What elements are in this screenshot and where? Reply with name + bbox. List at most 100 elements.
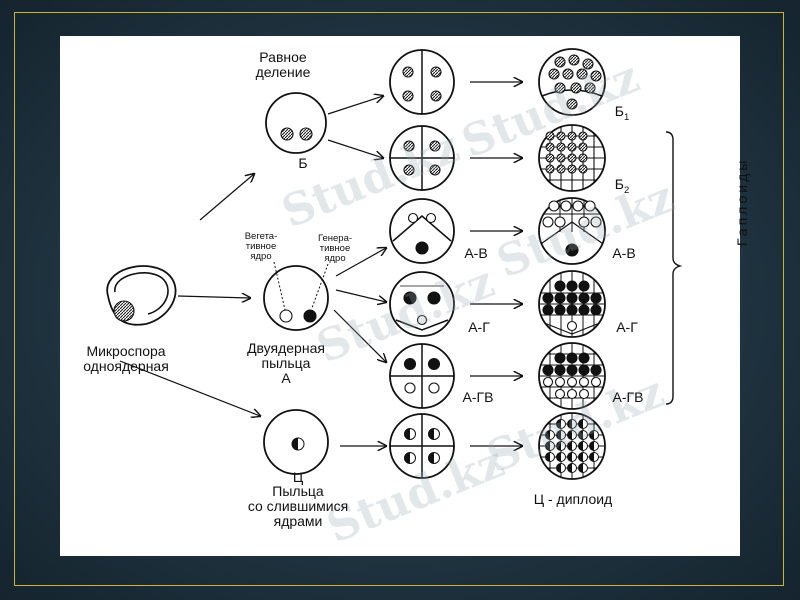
cell-b2-nucleus — [567, 153, 577, 163]
cell-b2-nucleus — [578, 153, 588, 163]
label-microspore: Микроспора одноядерная — [68, 344, 184, 374]
arrow-a-to-av — [335, 248, 386, 277]
fused-nucleus-half — [578, 463, 583, 473]
nucleus — [542, 216, 554, 228]
nucleus — [428, 382, 440, 394]
label-av-mid: А-В — [464, 245, 488, 261]
nucleus — [554, 304, 566, 316]
nucleus — [554, 280, 566, 292]
microspore-nucleus — [113, 300, 135, 322]
diagram-paper: Stud.kz Stud.kz Stud.kz Stud.kz Stud.kz … — [60, 36, 750, 556]
fused-nucleus-half — [567, 452, 572, 462]
nucleus — [415, 241, 429, 255]
fused-nucleus-half — [567, 419, 572, 429]
nucleus — [542, 376, 554, 388]
nucleus — [578, 376, 590, 388]
label-b2-main: Б — [614, 176, 624, 192]
nucleus — [578, 304, 590, 316]
nucleus — [407, 212, 419, 224]
label-fused-1: Пыльца — [272, 483, 324, 499]
label-vegetative-3: ядро — [250, 251, 272, 262]
nucleus — [427, 357, 441, 371]
cell-b2-nucleus — [567, 131, 577, 141]
fused-nucleus-half — [567, 430, 572, 440]
cell-b — [265, 92, 327, 154]
nucleus — [590, 292, 602, 304]
fused-nucleus-half — [556, 463, 561, 473]
nucleus — [299, 127, 313, 141]
cell-ag-wall — [395, 319, 449, 331]
nucleus — [416, 314, 428, 326]
nucleus — [590, 216, 602, 228]
diagram-svg — [106, 48, 683, 480]
nucleus — [590, 364, 602, 376]
nucleus — [402, 90, 414, 102]
nucleus — [554, 216, 566, 228]
nucleus — [554, 352, 566, 364]
nucleus — [578, 216, 590, 228]
label-vegetative-nucleus: Вегета- тивное ядро — [233, 232, 289, 262]
nucleus — [566, 352, 578, 364]
cell-b2-nucleus — [556, 164, 566, 174]
cell-a-binuclear — [263, 265, 329, 331]
nucleus — [403, 164, 415, 176]
nucleus — [566, 292, 578, 304]
label-b2-sub: 2 — [623, 184, 630, 196]
nucleus — [590, 70, 602, 82]
fused-nucleus-half — [589, 441, 594, 451]
label-binuclear-2: пыльца — [261, 355, 311, 371]
nucleus — [566, 320, 578, 332]
nucleus — [430, 66, 442, 78]
nucleus — [548, 68, 560, 80]
cell-b2-nucleus — [578, 131, 588, 141]
cell-b2-nucleus — [556, 142, 566, 152]
nucleus — [429, 164, 441, 176]
label-ag-right: А-Г — [616, 319, 638, 335]
cell-b2-nucleus — [578, 142, 588, 152]
cell-b2-nucleus — [545, 142, 555, 152]
nucleus — [425, 212, 437, 224]
nucleus — [566, 304, 578, 316]
fused-nucleus-half — [404, 428, 410, 440]
arrow-a-to-agv — [333, 309, 386, 362]
label-agv-mid: А-ГВ — [462, 389, 494, 405]
label-av-right: А-В — [612, 245, 636, 261]
label-a: А — [281, 370, 291, 386]
nucleus — [584, 200, 596, 212]
fused-nucleus-half — [567, 463, 572, 473]
nucleus — [429, 140, 441, 152]
nucleus — [578, 388, 590, 400]
fused-nucleus-half — [404, 452, 410, 464]
label-b1-main: Б — [614, 103, 624, 119]
nucleus — [548, 200, 560, 212]
label-b: Б — [298, 155, 308, 171]
nucleus — [572, 200, 584, 212]
nucleus — [566, 376, 578, 388]
nucleus — [565, 243, 579, 257]
nucleus — [568, 54, 580, 66]
label-vegetative-2: тивное — [245, 241, 277, 252]
label-generative-3: ядро — [324, 253, 346, 264]
nucleus — [403, 357, 417, 371]
fused-nucleus-half — [578, 430, 583, 440]
nucleus — [578, 292, 590, 304]
label-fused-3: ядрами — [273, 513, 323, 529]
nucleus — [554, 292, 566, 304]
label-microspore-1: Микроспора — [86, 343, 166, 359]
nucleus — [566, 364, 578, 376]
fused-nucleus-half — [578, 441, 583, 451]
cell-b2-nucleus — [556, 153, 566, 163]
nucleus — [566, 388, 578, 400]
fused-nucleus-half — [567, 441, 572, 451]
cell-b2-nucleus — [545, 164, 555, 174]
cell-b2-nucleus — [578, 164, 588, 174]
label-b2: Б2 — [610, 177, 634, 196]
nucleus — [554, 82, 566, 94]
fused-nucleus-half — [578, 419, 583, 429]
microspore-inner — [114, 272, 169, 315]
fused-nucleus-half — [578, 452, 583, 462]
arrow-b-to-b1-mid — [327, 96, 383, 115]
label-ag-mid: А-Г — [468, 319, 490, 335]
cell-b2-nucleus — [545, 153, 555, 163]
nucleus — [427, 291, 441, 305]
